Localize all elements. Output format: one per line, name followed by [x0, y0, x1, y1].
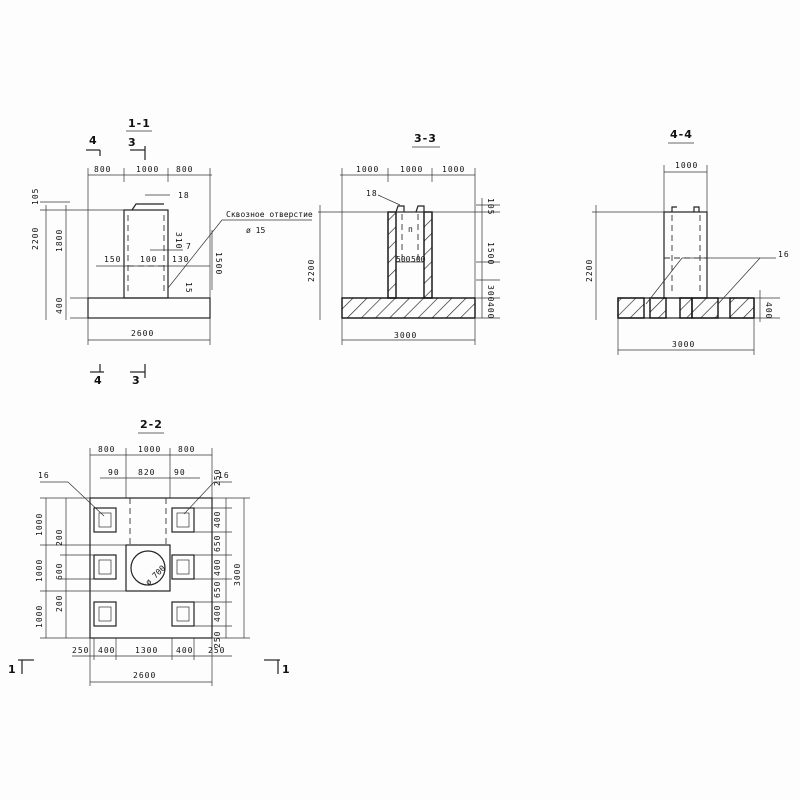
callout-16-right: 16 [218, 471, 230, 480]
dim-400-left: 400 [98, 646, 115, 655]
dim-2600: 2600 [131, 329, 154, 338]
section-4-4: 4-4 1000 16 2200 400 3000 [585, 128, 790, 355]
dim-400-b: 400 [213, 559, 222, 576]
dim-130: 130 [172, 255, 189, 264]
cut-marker-3-bottom: 3 [132, 374, 141, 387]
callout-7: 7 [186, 242, 192, 251]
dim-400-right: 400 [176, 646, 193, 655]
dim-1000: 1000 [136, 165, 159, 174]
dim-800-left: 800 [98, 445, 115, 454]
dim-650-b: 650 [213, 581, 222, 598]
note-diameter: ø 15 [246, 226, 265, 235]
dim-200-upper: 200 [55, 529, 64, 546]
dim-800-left: 800 [94, 165, 111, 174]
pocket-left-top [93, 507, 117, 533]
cut-marker-1-left: 1 [8, 663, 17, 676]
dim-2600: 2600 [133, 671, 156, 680]
dim-250-left: 250 [72, 646, 89, 655]
callout-16: 16 [778, 250, 790, 259]
dim-90-right: 90 [174, 468, 186, 477]
dim-820: 820 [138, 468, 155, 477]
dim-500-b: 500 [411, 255, 426, 264]
section-title: 1-1 [128, 117, 151, 130]
dim-105: 105 [486, 198, 495, 215]
section-title: 3-3 [414, 132, 437, 145]
dim-2200: 2200 [585, 259, 594, 282]
dim-250-right: 250 [208, 646, 225, 655]
dim-3000: 3000 [233, 563, 242, 586]
dim-100: 100 [140, 255, 157, 264]
dim-200-lower: 200 [55, 595, 64, 612]
callout-18: 18 [178, 191, 190, 200]
note-through-hole: Сквозное отверстие [226, 210, 313, 219]
dim-3000: 3000 [672, 340, 695, 349]
pocket-left-bottom [93, 601, 117, 627]
section-3-3: 3-3 1000 1000 1000 п 500 500 18 2200 [307, 132, 500, 345]
dim-1000-lower: 1000 [35, 605, 44, 628]
dim-2200: 2200 [31, 227, 40, 250]
dim-800-right: 800 [178, 445, 195, 454]
dim-2200: 2200 [307, 259, 316, 282]
dim-1800: 1800 [55, 229, 64, 252]
pocket-right-top [171, 507, 195, 533]
dim-1500: 1500 [214, 252, 223, 275]
dim-1000-c: 1000 [442, 165, 465, 174]
section-title: 4-4 [670, 128, 693, 141]
dim-1000-middle: 1000 [35, 559, 44, 582]
dim-1000-upper: 1000 [35, 513, 44, 536]
dim-400: 400 [764, 302, 773, 319]
dim-600: 600 [55, 563, 64, 580]
dim-400-a: 400 [213, 511, 222, 528]
section-2-2: 2-2 800 1000 800 90 820 90 16 16 ø 700 [8, 418, 291, 686]
callout-16-left: 16 [38, 471, 50, 480]
pocket-right-mid [171, 554, 195, 580]
section-1-1: 1-1 4 3 800 1000 800 18 7 150 100 130 31… [31, 117, 313, 387]
pocket-right-bottom [171, 601, 195, 627]
dim-800-right: 800 [176, 165, 193, 174]
dim-1000-a: 1000 [356, 165, 379, 174]
section-title: 2-2 [140, 418, 163, 431]
dim-500-a: 500 [396, 255, 411, 264]
dim-105: 105 [31, 188, 40, 205]
dim-300: 300 [486, 285, 495, 302]
dim-310: 310 [174, 232, 183, 249]
dim-90-left: 90 [108, 468, 120, 477]
dim-15: 15 [184, 282, 193, 294]
dim-1500: 1500 [486, 242, 495, 265]
cut-marker-1-right: 1 [282, 663, 291, 676]
callout-18: 18 [366, 189, 378, 198]
cut-marker-4: 4 [89, 134, 98, 147]
dim-1000: 1000 [675, 161, 698, 170]
dim-1000: 1000 [138, 445, 161, 454]
dim-1300: 1300 [135, 646, 158, 655]
dim-150: 150 [104, 255, 121, 264]
dim-400: 400 [55, 297, 64, 314]
cut-marker-3: 3 [128, 136, 137, 149]
dim-400: 400 [486, 302, 495, 319]
cut-marker-4-bottom: 4 [94, 374, 103, 387]
dim-650-a: 650 [213, 535, 222, 552]
pocket-left-mid [93, 554, 117, 580]
inner-mark: п [408, 225, 414, 234]
dim-1000-b: 1000 [400, 165, 423, 174]
dim-250-top: 250 [213, 469, 222, 486]
dim-400-c: 400 [213, 605, 222, 622]
dim-3000: 3000 [394, 331, 417, 340]
dim-250-bottom: 250 [213, 631, 222, 648]
